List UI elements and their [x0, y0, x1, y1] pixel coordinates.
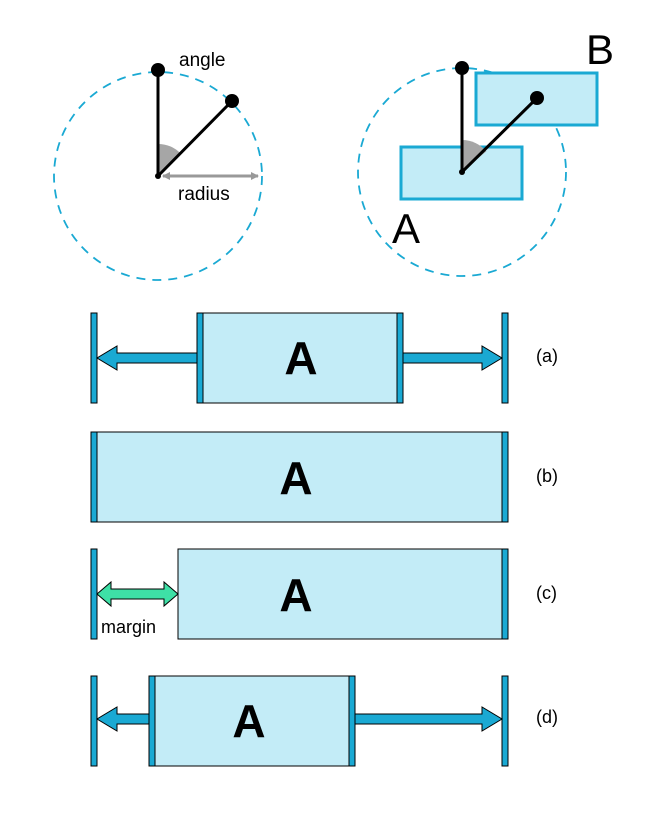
angle-wedge	[158, 144, 181, 176]
margin-label: margin	[101, 617, 156, 637]
angle-label: angle	[179, 50, 226, 71]
box-a-row-b	[93, 431, 507, 523]
alignment-row-d: A (d)	[90, 675, 558, 767]
radius-circle	[53, 71, 263, 281]
left-arrow	[96, 345, 198, 371]
center-dot	[155, 173, 161, 179]
left-boundary-bar	[90, 548, 98, 640]
angled-ray	[156, 99, 234, 178]
box-a-row-a	[200, 312, 402, 404]
box-label-a: A	[284, 332, 317, 384]
angled-ray-right	[460, 96, 539, 174]
caption-b: (b)	[536, 466, 558, 486]
alignment-row-c: margin A (c)	[90, 548, 557, 640]
alignment-row-a: A (a)	[90, 312, 558, 404]
ray-end-dot-angled	[225, 94, 239, 108]
ray-end-dot-vertical-right	[455, 61, 469, 75]
right-arrow	[354, 706, 503, 732]
box-a-row-d	[152, 675, 352, 767]
left-boundary-bar	[90, 431, 98, 523]
caption-a: (a)	[536, 346, 558, 366]
box-label-c: A	[279, 569, 312, 621]
box-right-edge-bar	[396, 312, 404, 404]
right-boundary-bar	[501, 675, 509, 767]
alignment-row-b: A (b)	[90, 431, 558, 523]
right-boundary-bar	[501, 548, 509, 640]
right-boundary-bar	[501, 431, 509, 523]
left-boundary-bar	[90, 675, 98, 767]
radius-label: radius	[178, 184, 230, 205]
caption-c: (c)	[536, 583, 557, 603]
radius-circle-right	[357, 67, 567, 277]
ray-end-dot-vertical	[151, 63, 165, 77]
box-label-d: A	[232, 695, 265, 747]
center-dot-right	[459, 169, 465, 175]
polar-diagram-right: A B	[357, 26, 614, 277]
box-left-edge-bar	[148, 675, 156, 767]
label-a: A	[392, 205, 420, 252]
box-right-edge-bar	[348, 675, 356, 767]
polar-diagram-left: angle radius	[53, 50, 263, 281]
left-arrow	[96, 706, 150, 732]
caption-d: (d)	[536, 707, 558, 727]
box-left-edge-bar	[196, 312, 204, 404]
box-label-b: A	[279, 452, 312, 504]
ray-end-dot-angled-right	[530, 91, 544, 105]
label-b: B	[586, 26, 614, 73]
margin-arrow	[96, 580, 179, 608]
right-arrow	[402, 345, 503, 371]
box-a-row-c	[177, 548, 507, 640]
